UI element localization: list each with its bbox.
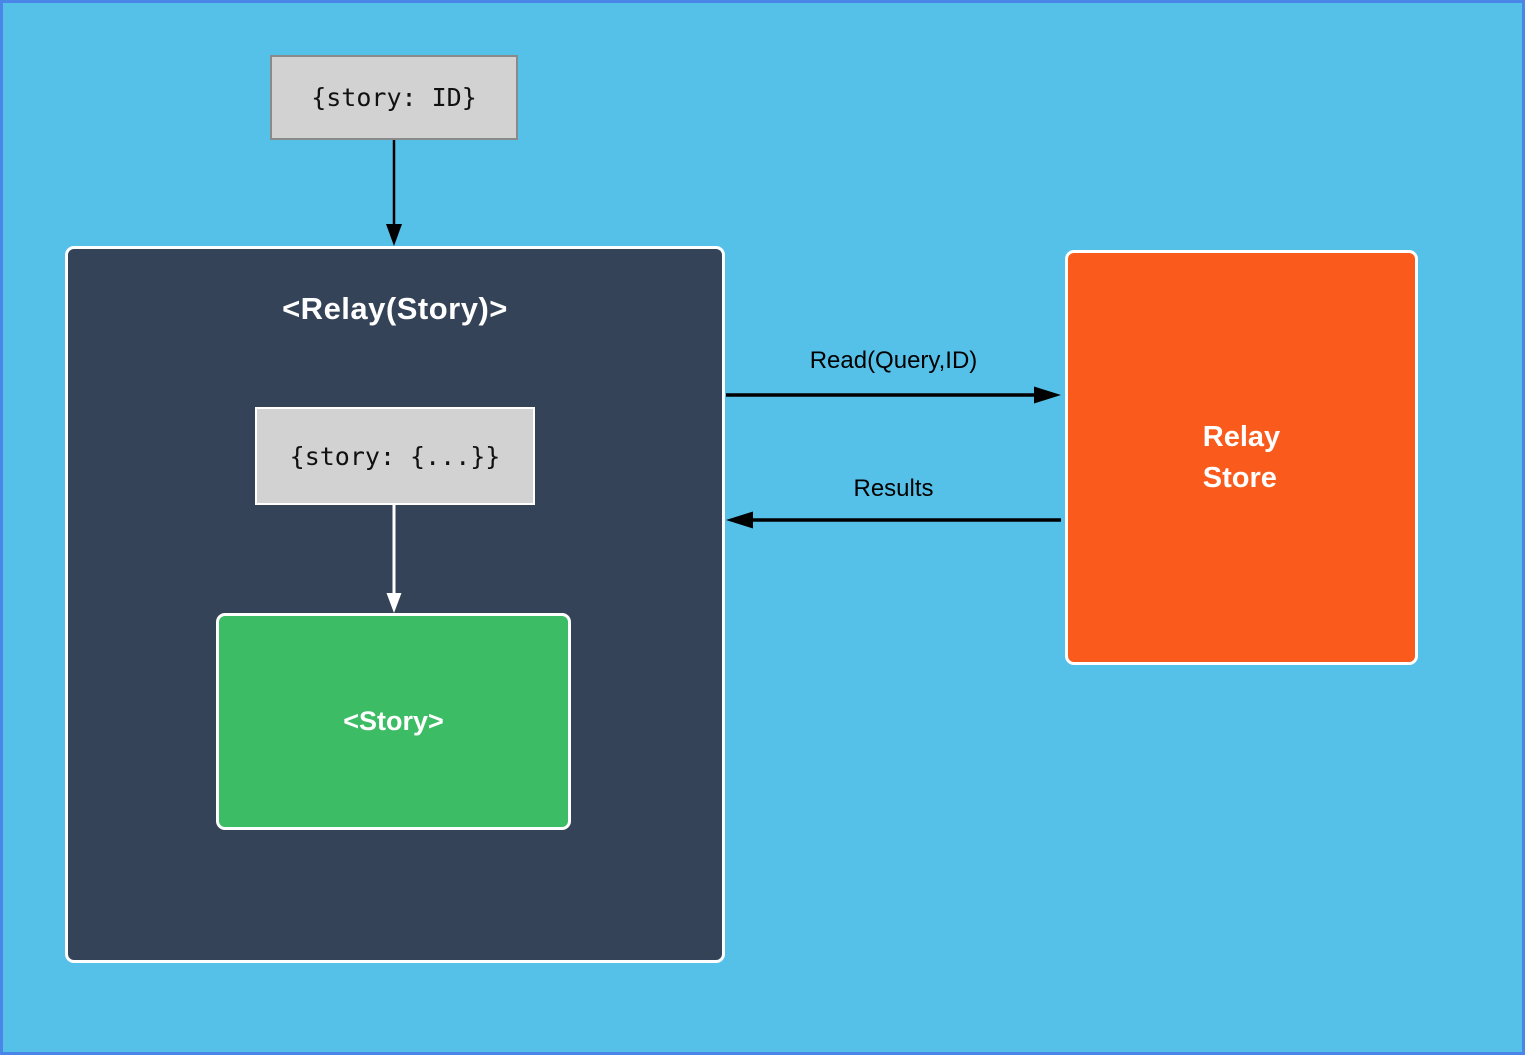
- story-component-box: <Story>: [216, 613, 571, 830]
- story-data-props-label: {story: {...}}: [289, 441, 501, 471]
- story-id-props-box: {story: ID}: [270, 55, 518, 140]
- results-arrow-label: Results: [853, 475, 934, 502]
- relay-container-title: <Relay(Story)>: [282, 291, 508, 326]
- story-id-props-label: {story: ID}: [311, 83, 477, 112]
- story-data-props-box: {story: {...}}: [255, 407, 535, 505]
- relay-story-container: <Relay(Story)> {story: {...}} <Story>: [65, 246, 725, 963]
- relay-store-label-line1: Relay: [1202, 421, 1281, 454]
- read-query-arrow: [726, 386, 1061, 404]
- story-component-label: <Story>: [343, 706, 444, 736]
- props-input-arrow: [386, 140, 402, 246]
- relay-store-box: Relay Store: [1065, 250, 1418, 665]
- results-arrow: [726, 511, 1061, 529]
- relay-store-label: Relay Store: [1203, 417, 1280, 497]
- read-query-arrow-label: Read(Query,ID): [809, 347, 978, 374]
- relay-store-label-line2: Store: [1202, 461, 1277, 494]
